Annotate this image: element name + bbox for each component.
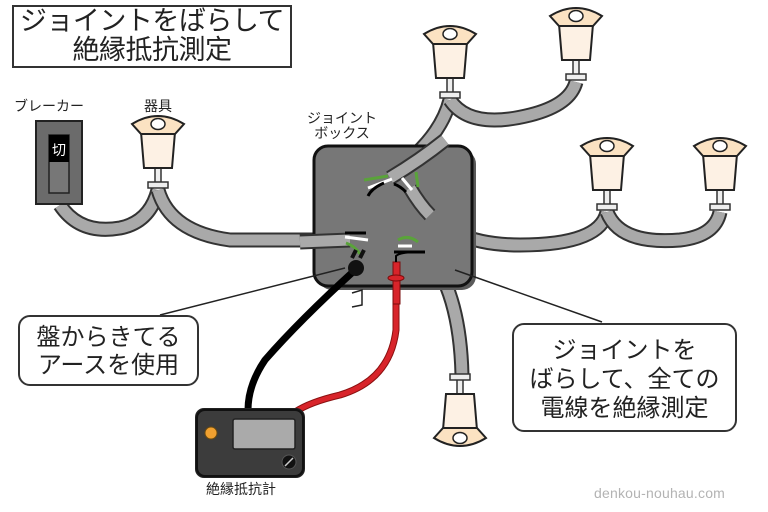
callout-earth-line-1: 盤からきてる — [36, 323, 181, 351]
test-probe — [392, 261, 401, 305]
meter-indicator-lamp — [204, 426, 218, 440]
callout-earth-line-2: アースを使用 — [37, 351, 180, 379]
callout-leader-earth — [159, 267, 346, 316]
fixture-lamp-left — [131, 115, 185, 189]
insulation-resistance-meter — [195, 408, 305, 478]
earth-terminal — [351, 288, 363, 308]
meter-display — [232, 418, 296, 450]
junction-box — [312, 144, 476, 290]
meter-label: 絶縁抵抗計 — [206, 482, 276, 498]
junction-box-label-line-1: ジョイント — [307, 111, 377, 127]
fixture-lamp-bottom — [433, 373, 487, 447]
fixture-lamp-right-1 — [580, 137, 634, 211]
fixture-lamp-top-1 — [423, 25, 477, 99]
breaker-label: ブレーカー — [14, 99, 84, 115]
diagram-title: ジョイントをばらして 絶縁抵抗測定 — [12, 5, 292, 68]
fixture-lamp-top-2 — [549, 7, 603, 81]
test-leads — [244, 249, 421, 415]
breaker-state-label: 切 — [52, 143, 66, 159]
junction-box-label-line-2: ボックス — [314, 126, 370, 142]
watermark: denkou-nouhau.com — [594, 485, 726, 501]
callout-leader-method — [454, 269, 603, 323]
line-lead-red — [293, 270, 399, 415]
cable-ends — [299, 134, 450, 255]
callout-method-line-3: 電線を絶縁測定 — [540, 394, 709, 422]
title-line-1: ジョイントをばらして — [19, 6, 285, 37]
fixture-label: 器具 — [144, 99, 172, 115]
callout-method: ジョイントを ばらして、全ての 電線を絶縁測定 — [512, 323, 737, 432]
title-line-2: 絶縁抵抗測定 — [72, 35, 233, 66]
callout-earth: 盤からきてる アースを使用 — [18, 315, 199, 386]
alligator-clip — [348, 260, 364, 276]
callout-method-line-1: ジョイントを — [552, 336, 697, 364]
callout-method-line-2: ばらして、全ての — [529, 365, 720, 393]
junction-box-label: ジョイント ボックス — [307, 112, 377, 142]
breaker: 切 — [35, 120, 83, 205]
earth-lead-black — [244, 267, 358, 411]
fixture-lamp-right-2 — [693, 137, 747, 211]
